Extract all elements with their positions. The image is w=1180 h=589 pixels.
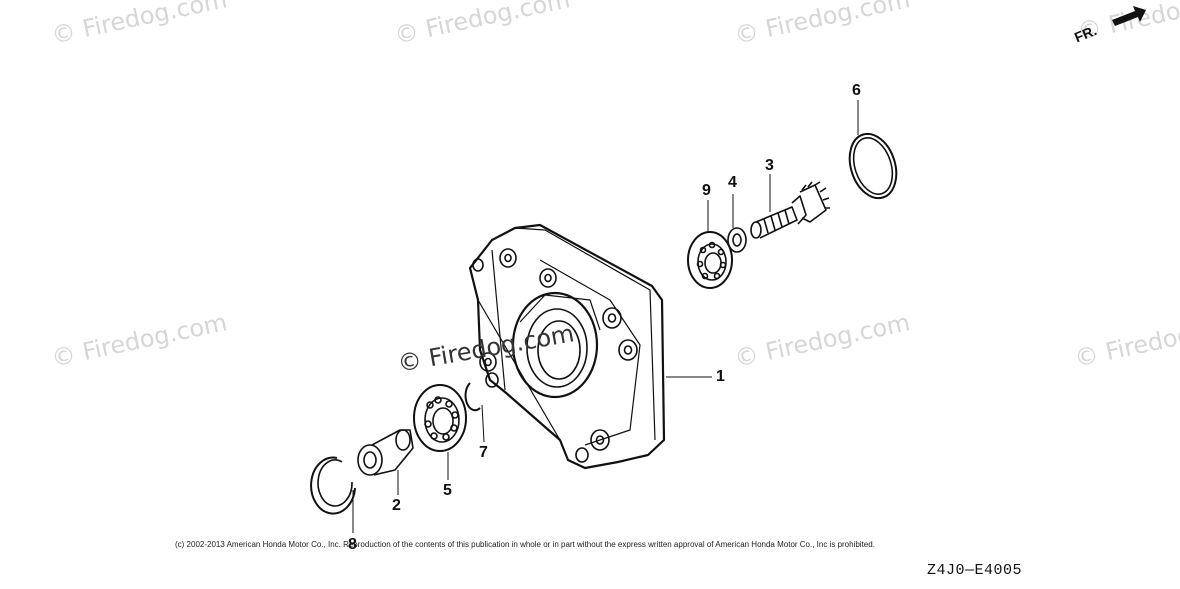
- part-7-circlip[interactable]: [464, 382, 481, 412]
- leader-lines: [352, 100, 859, 533]
- part-2-shaft[interactable]: [357, 429, 414, 476]
- callout-part-6[interactable]: 6: [852, 82, 861, 99]
- copyright-notice: (c) 2002-2013 American Honda Motor Co., …: [175, 540, 875, 549]
- callout-part-5[interactable]: 5: [443, 482, 452, 499]
- callout-part-2[interactable]: 2: [392, 497, 401, 514]
- front-direction-arrow: [1112, 6, 1146, 26]
- callout-part-8[interactable]: 8: [348, 536, 357, 553]
- part-8-circlip[interactable]: [310, 456, 356, 515]
- diagram-code: Z4J0—E4005: [927, 562, 1023, 579]
- callout-part-7[interactable]: 7: [479, 444, 488, 461]
- callout-part-9[interactable]: 9: [702, 182, 711, 199]
- part-3-pinion-gear[interactable]: [750, 181, 830, 239]
- callout-part-1[interactable]: 1: [716, 368, 725, 385]
- callout-part-4[interactable]: 4: [728, 174, 737, 191]
- callout-part-3[interactable]: 3: [765, 157, 774, 174]
- part-4-washer[interactable]: [727, 227, 747, 253]
- part-6-o-ring[interactable]: [842, 128, 904, 204]
- part-9-bearing[interactable]: [687, 231, 733, 289]
- part-1-case-cover[interactable]: [468, 223, 666, 470]
- part-5-bearing[interactable]: [413, 384, 467, 452]
